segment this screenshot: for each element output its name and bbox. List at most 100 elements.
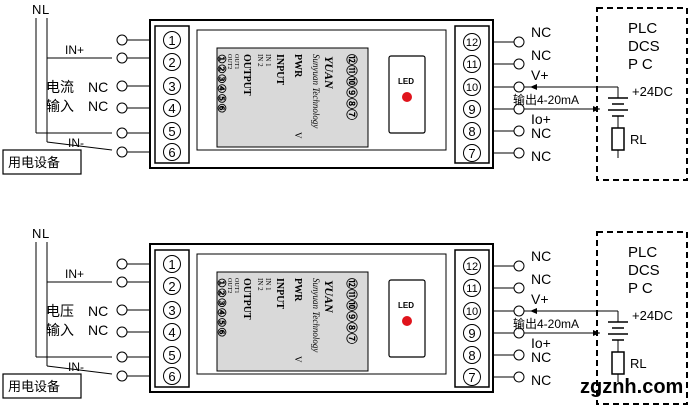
right-label-11: NC [531, 47, 551, 63]
vplus-arrow-icon [530, 308, 537, 314]
right-terminal-numbers: 12 11 10 9 8 7 [463, 33, 481, 162]
pwr-label: PWR [292, 54, 303, 78]
input-kind-line2: 输入 [46, 322, 74, 338]
terminal-8: 8 [468, 348, 475, 363]
nc-3-label: NC [88, 79, 108, 95]
module-label-face [216, 47, 369, 148]
right-label-12: NC [531, 248, 551, 264]
output-current-label: 输出4-20mA [513, 92, 579, 107]
module-label-face [216, 271, 369, 372]
out1-label: OUT1 [233, 278, 239, 293]
in1-label: IN 1 [264, 278, 272, 291]
terminal-6: 6 [168, 369, 175, 384]
plc-line2: DCS [628, 262, 660, 279]
terminal-10: 10 [466, 82, 478, 94]
terminal-2: 2 [168, 279, 175, 294]
plc-line1: PLC [628, 244, 657, 261]
terminal-3: 3 [168, 79, 175, 94]
nc-4-label: NC [88, 322, 108, 338]
out2-label: OUT2 [226, 54, 232, 69]
in-plus-label: IN+ [65, 43, 84, 57]
terminal-3: 3 [168, 303, 175, 318]
equipment-box [2, 149, 82, 175]
plc-line3: P C [628, 56, 653, 73]
input-kind-line1: 电压 [46, 303, 74, 319]
load-label: RL [630, 132, 647, 147]
mains-l-label: L [42, 226, 49, 241]
right-label-8: NC [531, 125, 551, 141]
terminal-2: 2 [168, 55, 175, 70]
equipment-wire [46, 365, 113, 375]
plc-line3: P C [628, 280, 653, 297]
led-label: LED [398, 301, 414, 310]
diagram-voltage-input: N L IN+ IN- 电压 输入 NC NC 用电设备 [2, 226, 688, 405]
pin-numbers-left: ①②③④⑤⑥ [215, 278, 227, 337]
right-label-11: NC [531, 271, 551, 287]
in-minus-label: IN- [68, 136, 84, 150]
terminal-1: 1 [168, 257, 175, 272]
right-terminal-numbers: 12 11 10 9 8 7 [463, 257, 481, 386]
led-label: LED [398, 77, 414, 86]
pin-numbers-right: ⑫⑪⑩⑨⑧⑦ [345, 54, 359, 120]
right-label-12: NC [531, 24, 551, 40]
brand-yuan: YUAN [322, 56, 336, 90]
in1-label: IN 1 [264, 54, 272, 67]
led-indicator-icon [402, 92, 412, 102]
right-label-7: NC [531, 148, 551, 164]
in2-label: IN 2 [256, 54, 264, 67]
terminal-12: 12 [466, 261, 478, 273]
terminal-7: 7 [468, 370, 475, 385]
in2-label: IN 2 [256, 278, 264, 291]
right-label-10: V+ [531, 67, 549, 83]
right-label-9: Io+ [531, 335, 551, 351]
out2-label: OUT2 [226, 278, 232, 293]
mains-l-label: L [42, 2, 49, 17]
mains-n-label: N [32, 226, 41, 241]
terminal-12: 12 [466, 37, 478, 49]
terminal-11: 11 [466, 283, 477, 295]
pwr-label: PWR [292, 278, 303, 302]
plc-line2: DCS [628, 38, 660, 55]
left-terminal-leads [116, 34, 150, 158]
output-label: OUTPUT [241, 278, 252, 320]
terminal-11: 11 [466, 59, 477, 71]
equipment-box [2, 373, 82, 399]
load-resistor-icon [611, 127, 625, 151]
brand-en: Sunyuan Technology [311, 54, 321, 128]
pwr-v-label: V [293, 356, 303, 363]
supply-label: +24DC [632, 308, 673, 323]
pin-numbers-left: ①②③④⑤⑥ [215, 54, 227, 113]
module-rotated-label: ⑫⑪⑩⑨⑧⑦ YUAN Sunyuan Technology PWR V INP… [215, 278, 359, 363]
pwr-v-label: V [293, 132, 303, 139]
input-label: INPUT [274, 54, 285, 85]
right-label-9: Io+ [531, 111, 551, 127]
equipment-wire [46, 141, 113, 151]
nc-3-label: NC [88, 303, 108, 319]
terminal-5: 5 [168, 348, 175, 363]
terminal-4: 4 [168, 325, 175, 340]
in-plus-label: IN+ [65, 267, 84, 281]
brand-yuan: YUAN [322, 280, 336, 314]
brand-en: Sunyuan Technology [311, 278, 321, 352]
in-minus-label: IN- [68, 360, 84, 374]
right-label-8: NC [531, 349, 551, 365]
terminal-9: 9 [468, 326, 475, 341]
supply-label: +24DC [632, 84, 673, 99]
terminal-7: 7 [468, 146, 475, 161]
terminal-10: 10 [466, 306, 478, 318]
equipment-label: 用电设备 [8, 155, 60, 170]
vplus-arrow-icon [530, 84, 537, 90]
input-kind-line2: 输入 [46, 98, 74, 114]
module-rotated-label: ⑫⑪⑩⑨⑧⑦ YUAN Sunyuan Technology PWR V INP… [215, 54, 359, 139]
plc-line1: PLC [628, 20, 657, 37]
input-kind-line1: 电流 [46, 79, 74, 95]
equipment-label: 用电设备 [8, 379, 60, 394]
plc-box [596, 7, 688, 181]
mains-n-label: N [32, 2, 41, 17]
terminal-9: 9 [468, 102, 475, 117]
left-terminal-numbers: 1 2 3 4 5 6 [163, 31, 181, 161]
terminal-4: 4 [168, 101, 175, 116]
watermark: zgznh.com [580, 376, 683, 398]
load-resistor-icon [611, 351, 625, 375]
